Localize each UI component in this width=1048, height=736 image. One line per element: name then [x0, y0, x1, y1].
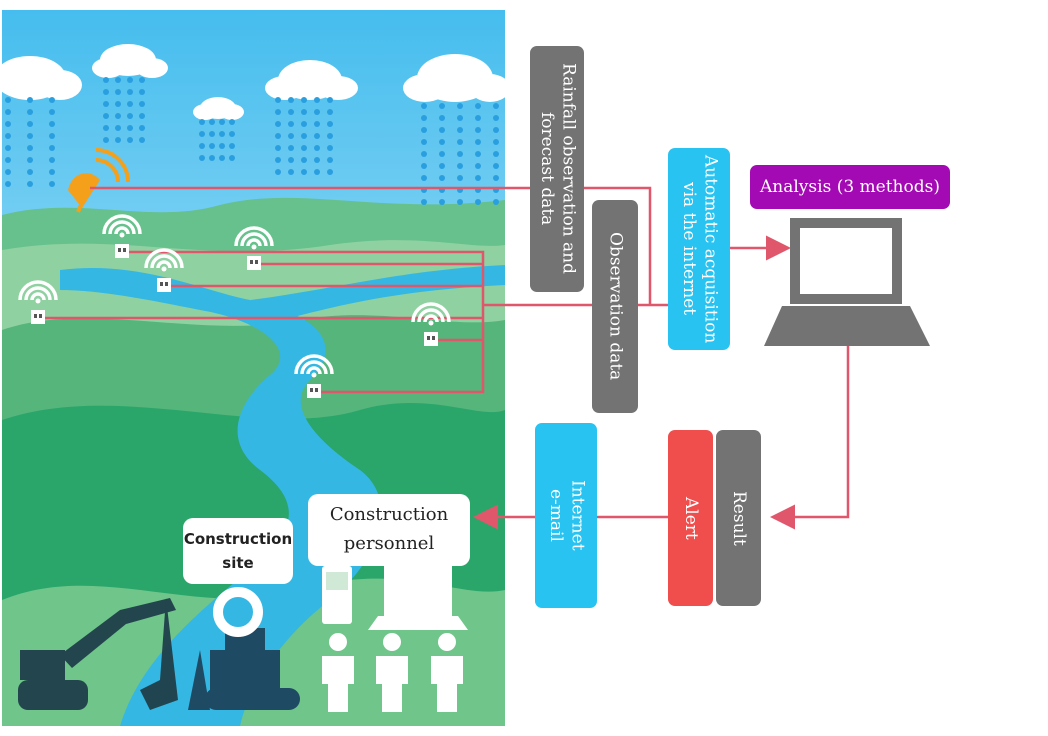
person-icon-group — [322, 633, 463, 712]
wifi-sensor-icon — [18, 280, 58, 324]
construction-site-label: Construction site — [183, 518, 293, 584]
result-box: Result — [716, 430, 761, 606]
wifi-sensor-icon — [234, 226, 274, 270]
internet-email-box: Internet e-mail — [535, 423, 597, 608]
automatic-acquisition-box: Automatic acquisition via the internet — [668, 148, 730, 350]
person-icon — [431, 633, 463, 712]
alert-box: Alert — [668, 430, 713, 606]
excavator-icon — [18, 598, 178, 710]
person-icon — [322, 633, 354, 712]
laptop-icon — [764, 218, 930, 346]
wifi-sensor-icon — [411, 302, 451, 346]
observation-data-box: Observation data — [592, 200, 638, 413]
person-icon — [376, 633, 408, 712]
life-ring-icon — [213, 587, 263, 637]
wifi-sensor-icon — [144, 248, 184, 292]
wifi-sensor-icon — [102, 214, 142, 258]
wifi-sensor-group — [18, 214, 451, 398]
construction-personnel-label: Construction personnel — [308, 494, 470, 566]
satellite-dish-icon — [68, 148, 130, 213]
wifi-sensor-icon — [294, 354, 334, 398]
laptop-icon-small — [368, 566, 468, 630]
analysis-box: Analysis (3 methods) — [750, 165, 950, 209]
rain-cloud-icon — [0, 44, 510, 205]
mobile-phone-icon — [322, 566, 352, 624]
rainfall-observation-box: Rainfall observation and forecast data — [530, 46, 584, 292]
